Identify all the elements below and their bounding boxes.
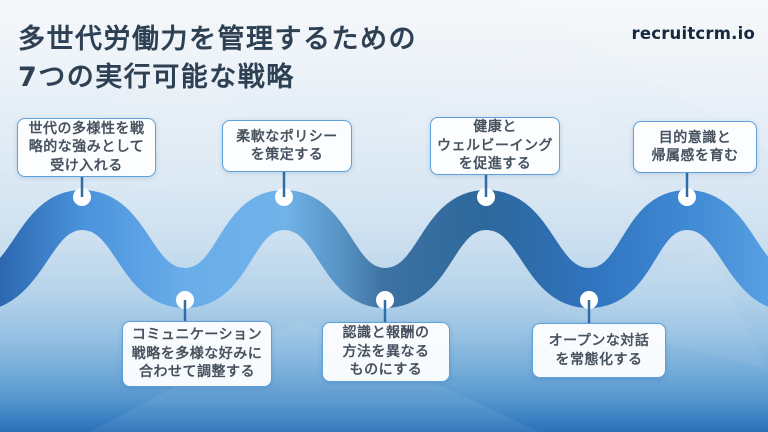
wave-ribbon: [0, 189, 768, 309]
strategy-box-4: 認識と報酬の 方法を異なる ものにする: [322, 322, 450, 382]
background-facet: [540, 250, 768, 370]
strategy-box-5: 健康と ウェルビーイング を促進する: [430, 117, 560, 175]
page-title: 多世代労働力を管理するための 7つの実行可能な戦略: [18, 21, 417, 97]
background-facet: [90, 320, 540, 432]
strategy-box-1: 世代の多様性を戦 略的な強みとして 受け入れる: [17, 118, 156, 177]
brand-logo: recruitcrm.io: [631, 24, 755, 43]
strategy-box-3: 柔軟なポリシー を策定する: [222, 120, 352, 172]
page-title-line-2: 7つの実行可能な戦略: [18, 62, 295, 93]
page-title-line-1: 多世代労働力を管理するための: [18, 24, 417, 55]
strategy-box-2: コミュニケーション 戦略を多様な好みに 合わせて調整する: [122, 321, 272, 387]
strategy-box-6: オープンな対話 を常態化する: [532, 323, 666, 378]
strategy-box-7: 目的意識と 帰属感を育む: [633, 121, 757, 173]
background-facet: [520, 0, 768, 150]
